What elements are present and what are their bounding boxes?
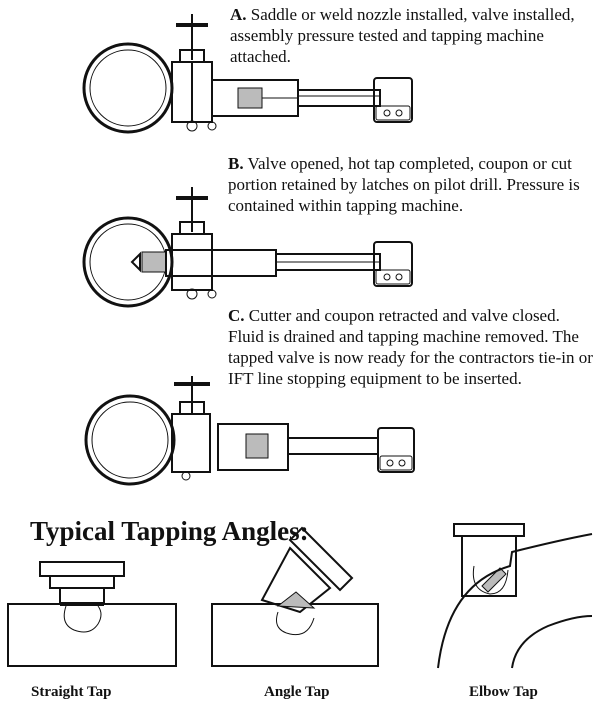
step-a-description: Saddle or weld nozzle installed, valve i… — [230, 5, 575, 66]
tapping-machine-b — [130, 241, 413, 287]
step-c-text: C. Cutter and coupon retracted and valve… — [228, 305, 596, 389]
removed-tapping-machine-c — [217, 423, 415, 473]
step-b-text: B. Valve opened, hot tap completed, coup… — [228, 153, 588, 216]
angle-tap-drawing — [211, 526, 379, 667]
valve-b — [171, 187, 217, 300]
valve-c — [171, 376, 211, 481]
step-b-description: Valve opened, hot tap completed, coupon … — [228, 154, 580, 215]
straight-tap-drawing — [7, 561, 177, 667]
diagram-a-tapping-assembly — [82, 14, 413, 134]
elbow-tap-drawing — [437, 523, 593, 669]
diagram-b-hot-tap-completed — [82, 187, 413, 308]
diagram-c-machine-removed — [84, 376, 415, 486]
pipe-section-c — [84, 394, 176, 486]
caption-straight-tap: Straight Tap — [31, 684, 112, 700]
tapping-angles-heading: Typical Tapping Angles: — [30, 516, 309, 546]
caption-angle-tap: Angle Tap — [264, 684, 330, 700]
step-c-description: Cutter and coupon retracted and valve cl… — [228, 306, 593, 388]
step-a-text: A. Saddle or weld nozzle installed, valv… — [230, 4, 590, 67]
step-c-letter: C. — [228, 306, 245, 325]
caption-elbow-tap: Elbow Tap — [469, 684, 538, 700]
tapping-machine-a — [211, 77, 413, 123]
valve-a — [171, 14, 217, 132]
step-b-letter: B. — [228, 154, 244, 173]
step-a-letter: A. — [230, 5, 247, 24]
